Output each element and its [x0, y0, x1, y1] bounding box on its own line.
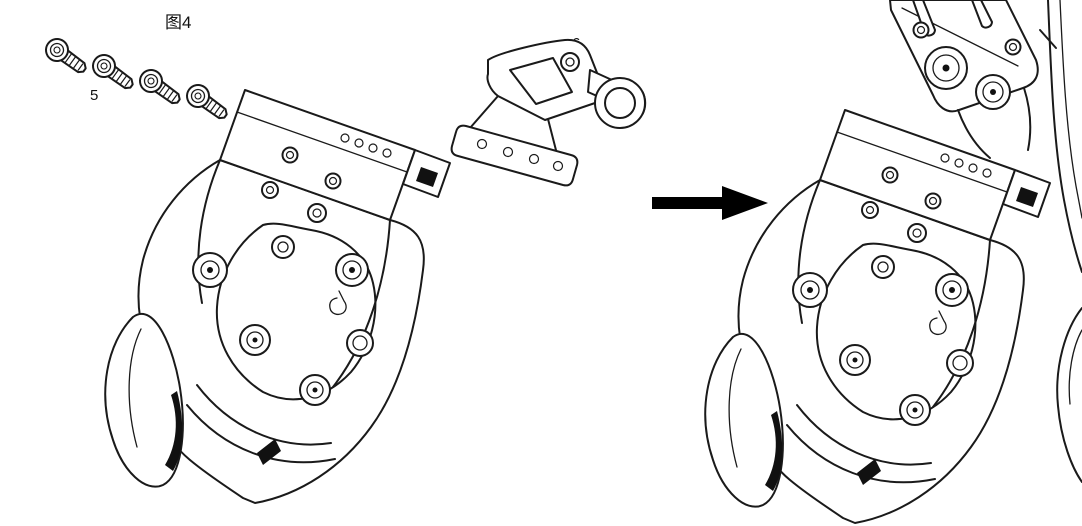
arm-body-edge-inner [1059, 0, 1082, 219]
arm-link-line [957, 109, 991, 159]
bracket-ring-inner [604, 87, 636, 119]
bracket-base-plate [450, 124, 579, 187]
bracket-top-bolt-socket [565, 57, 575, 67]
robot-arm-drawing [889, 0, 1082, 483]
bracket-ring-rim [642, 91, 647, 115]
arm-link-line [1023, 87, 1032, 151]
arm-bolt-socket [916, 25, 926, 35]
figure-label: 图4 [165, 13, 191, 32]
transform-arrow [652, 186, 768, 220]
arm-tie-rod [971, 0, 993, 29]
part-number-5: 5 [90, 87, 98, 104]
gripper-right-drawing [704, 109, 1051, 524]
bracket-strut [469, 95, 499, 129]
arm-bolt-socket [1008, 42, 1018, 52]
screw-4 [181, 79, 233, 126]
screws-group: 5 [40, 33, 233, 126]
bracket-part-drawing: 6 [450, 35, 647, 187]
gripper-left-drawing [104, 89, 451, 504]
screw-3 [134, 64, 186, 111]
arm-cable-line [1039, 29, 1057, 49]
screw-1 [40, 33, 92, 80]
bracket-frame-cutout [509, 57, 573, 105]
arm-lower-edge-inner [1068, 329, 1082, 405]
arm-rollers [924, 46, 1011, 110]
arm-lower-edge [1056, 307, 1082, 483]
bracket-base-holes [476, 138, 564, 172]
arm-body-edge [1047, 0, 1082, 273]
